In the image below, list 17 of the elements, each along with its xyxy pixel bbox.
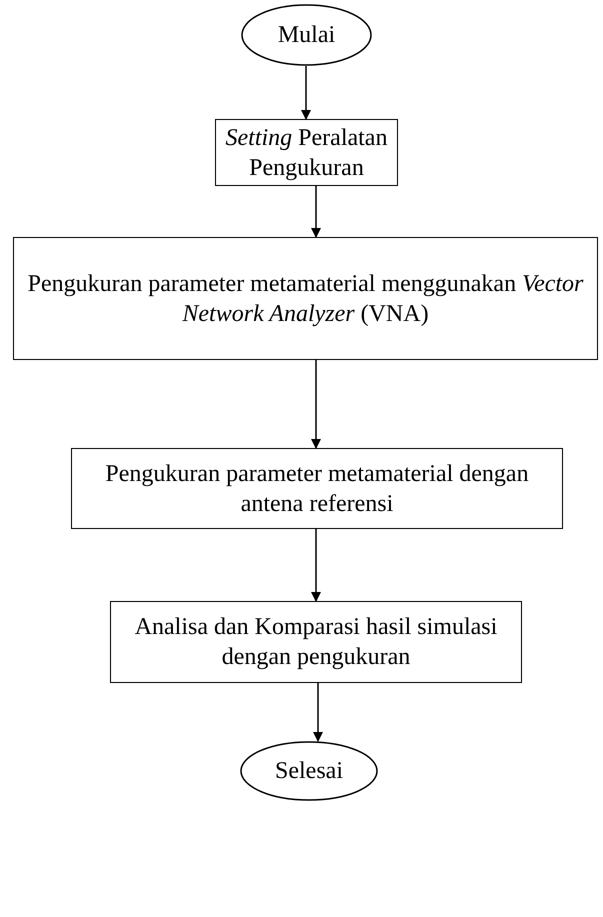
- terminal-ellipse: [241, 4, 372, 66]
- arrow: [301, 66, 311, 120]
- node-text: Selesai: [274, 757, 344, 786]
- process-box: [13, 237, 598, 360]
- process-box: [215, 119, 398, 186]
- process-box: [110, 601, 522, 683]
- arrow: [313, 683, 323, 742]
- node-text: Pengukuran parameter metamaterial menggunakan Vector Network Analyzer (VNA): [26, 270, 584, 328]
- arrow: [311, 529, 321, 602]
- node-text: Analisa dan Komparasi hasil simulasi dengan pengukuran: [134, 613, 498, 672]
- node-text: Pengukuran parameter metamaterial dengan antena referensi: [104, 460, 530, 518]
- node-text: Mulai: [276, 21, 336, 50]
- arrow: [311, 186, 321, 238]
- process-box: [71, 448, 563, 529]
- arrow: [311, 360, 321, 449]
- node-text: Setting Peralatan Pengukuran: [224, 124, 388, 182]
- terminal-ellipse: [240, 741, 378, 801]
